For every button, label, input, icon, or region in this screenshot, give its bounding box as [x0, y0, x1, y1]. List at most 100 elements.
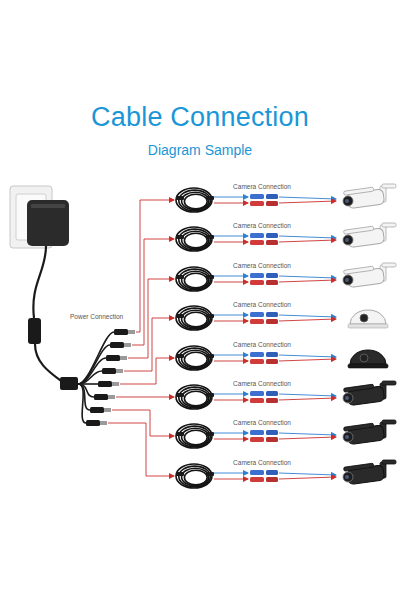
- dc-plug: [90, 407, 104, 413]
- power-label: Power Connection: [70, 313, 123, 320]
- dc-connector: [266, 319, 278, 324]
- lens-glass: [345, 199, 349, 203]
- lens-glass: [345, 238, 349, 242]
- bnc-connector: [250, 233, 264, 238]
- splitter-wire: [78, 358, 106, 384]
- bnc-connector: [250, 352, 264, 357]
- dc-connector: [266, 240, 278, 245]
- video-line: [279, 276, 336, 278]
- splitter-hub: [60, 377, 78, 390]
- dc-connector: [266, 398, 278, 403]
- dc-connector: [266, 437, 278, 442]
- dc-connector: [266, 201, 278, 206]
- dc-plug-tip: [128, 330, 135, 334]
- cable-coil: [184, 391, 207, 405]
- power-line: [279, 398, 336, 400]
- dc-connector: [250, 240, 264, 245]
- coil-plug: [206, 393, 214, 397]
- cable-coil: [176, 267, 212, 291]
- coil-plug: [206, 432, 214, 436]
- bnc-connector: [266, 352, 278, 357]
- coil-plug: [176, 432, 184, 436]
- power-line: [279, 477, 336, 479]
- power-line: [279, 359, 336, 361]
- power-line: [214, 203, 248, 204]
- dc-plug: [110, 342, 124, 348]
- camera-mount: [382, 420, 396, 424]
- coil-plug: [176, 314, 184, 318]
- diagram-title: Cable Connection: [91, 103, 309, 133]
- coil-plug: [206, 472, 214, 476]
- dc-connector: [250, 359, 264, 364]
- coil-plug: [206, 314, 214, 318]
- cable-coil: [184, 273, 207, 287]
- dc-plug-tip: [100, 421, 107, 425]
- cable-coil: [182, 350, 209, 368]
- cable-coil: [179, 229, 211, 250]
- camera-lens: [343, 393, 353, 403]
- video-line: [279, 433, 336, 435]
- cable-coil: [176, 424, 212, 448]
- dc-connector: [250, 319, 264, 324]
- power-feed-line: [128, 279, 174, 358]
- camera-lens: [360, 314, 368, 322]
- cable-coil: [184, 194, 207, 208]
- bnc-connector: [266, 312, 278, 317]
- cable-coil: [182, 428, 209, 446]
- power-line: [279, 319, 336, 321]
- cable-coil: [182, 468, 209, 486]
- dc-plug-tip: [104, 408, 111, 412]
- splitter-wire: [78, 384, 86, 423]
- lens-glass: [345, 475, 349, 479]
- dc-plug: [106, 355, 120, 361]
- camera-mount: [382, 223, 396, 227]
- video-line: [279, 473, 336, 475]
- sun-shield: [344, 423, 374, 431]
- cable-coil: [176, 188, 212, 212]
- video-line: [214, 433, 248, 434]
- bnc-connector: [250, 430, 264, 435]
- coil-plug: [206, 354, 214, 358]
- camera-lens: [343, 235, 353, 245]
- camera-label: Camera Connection: [233, 380, 291, 387]
- cable-coil: [182, 389, 209, 407]
- power-line: [279, 201, 336, 203]
- dc-plug: [102, 368, 116, 374]
- camera-lens: [343, 196, 353, 206]
- coil-plug: [206, 275, 214, 279]
- power-line: [279, 437, 336, 439]
- video-line: [214, 197, 248, 198]
- power-line: [214, 242, 248, 243]
- lens-glass: [345, 396, 349, 400]
- coil-plug: [176, 235, 184, 239]
- cable-coil: [179, 348, 211, 369]
- cable-coil: [176, 346, 212, 370]
- cable-coil: [176, 306, 212, 330]
- bnc-connector: [266, 233, 278, 238]
- camera-label: Camera Connection: [233, 183, 291, 190]
- power-feed-line: [132, 239, 174, 345]
- power-line: [214, 282, 248, 283]
- dc-plug: [86, 420, 100, 426]
- camera-lens: [343, 472, 353, 482]
- sun-shield: [344, 266, 374, 274]
- camera-label: Camera Connection: [233, 222, 291, 229]
- dome-camera: [350, 350, 386, 364]
- video-line: [214, 355, 248, 356]
- sun-shield: [344, 384, 374, 392]
- power-adapter: [27, 200, 69, 246]
- cable-coil: [184, 470, 207, 484]
- coil-plug: [176, 354, 184, 358]
- power-line: [214, 479, 248, 480]
- splitter-cable: [35, 344, 64, 383]
- dc-connector: [250, 477, 264, 482]
- bnc-connector: [250, 312, 264, 317]
- coil-plug: [206, 196, 214, 200]
- dc-plug-tip: [120, 356, 127, 360]
- camera-base: [348, 364, 388, 368]
- coil-plug: [176, 472, 184, 476]
- cable-coil: [179, 190, 211, 211]
- power-line: [214, 361, 248, 362]
- video-line: [214, 394, 248, 395]
